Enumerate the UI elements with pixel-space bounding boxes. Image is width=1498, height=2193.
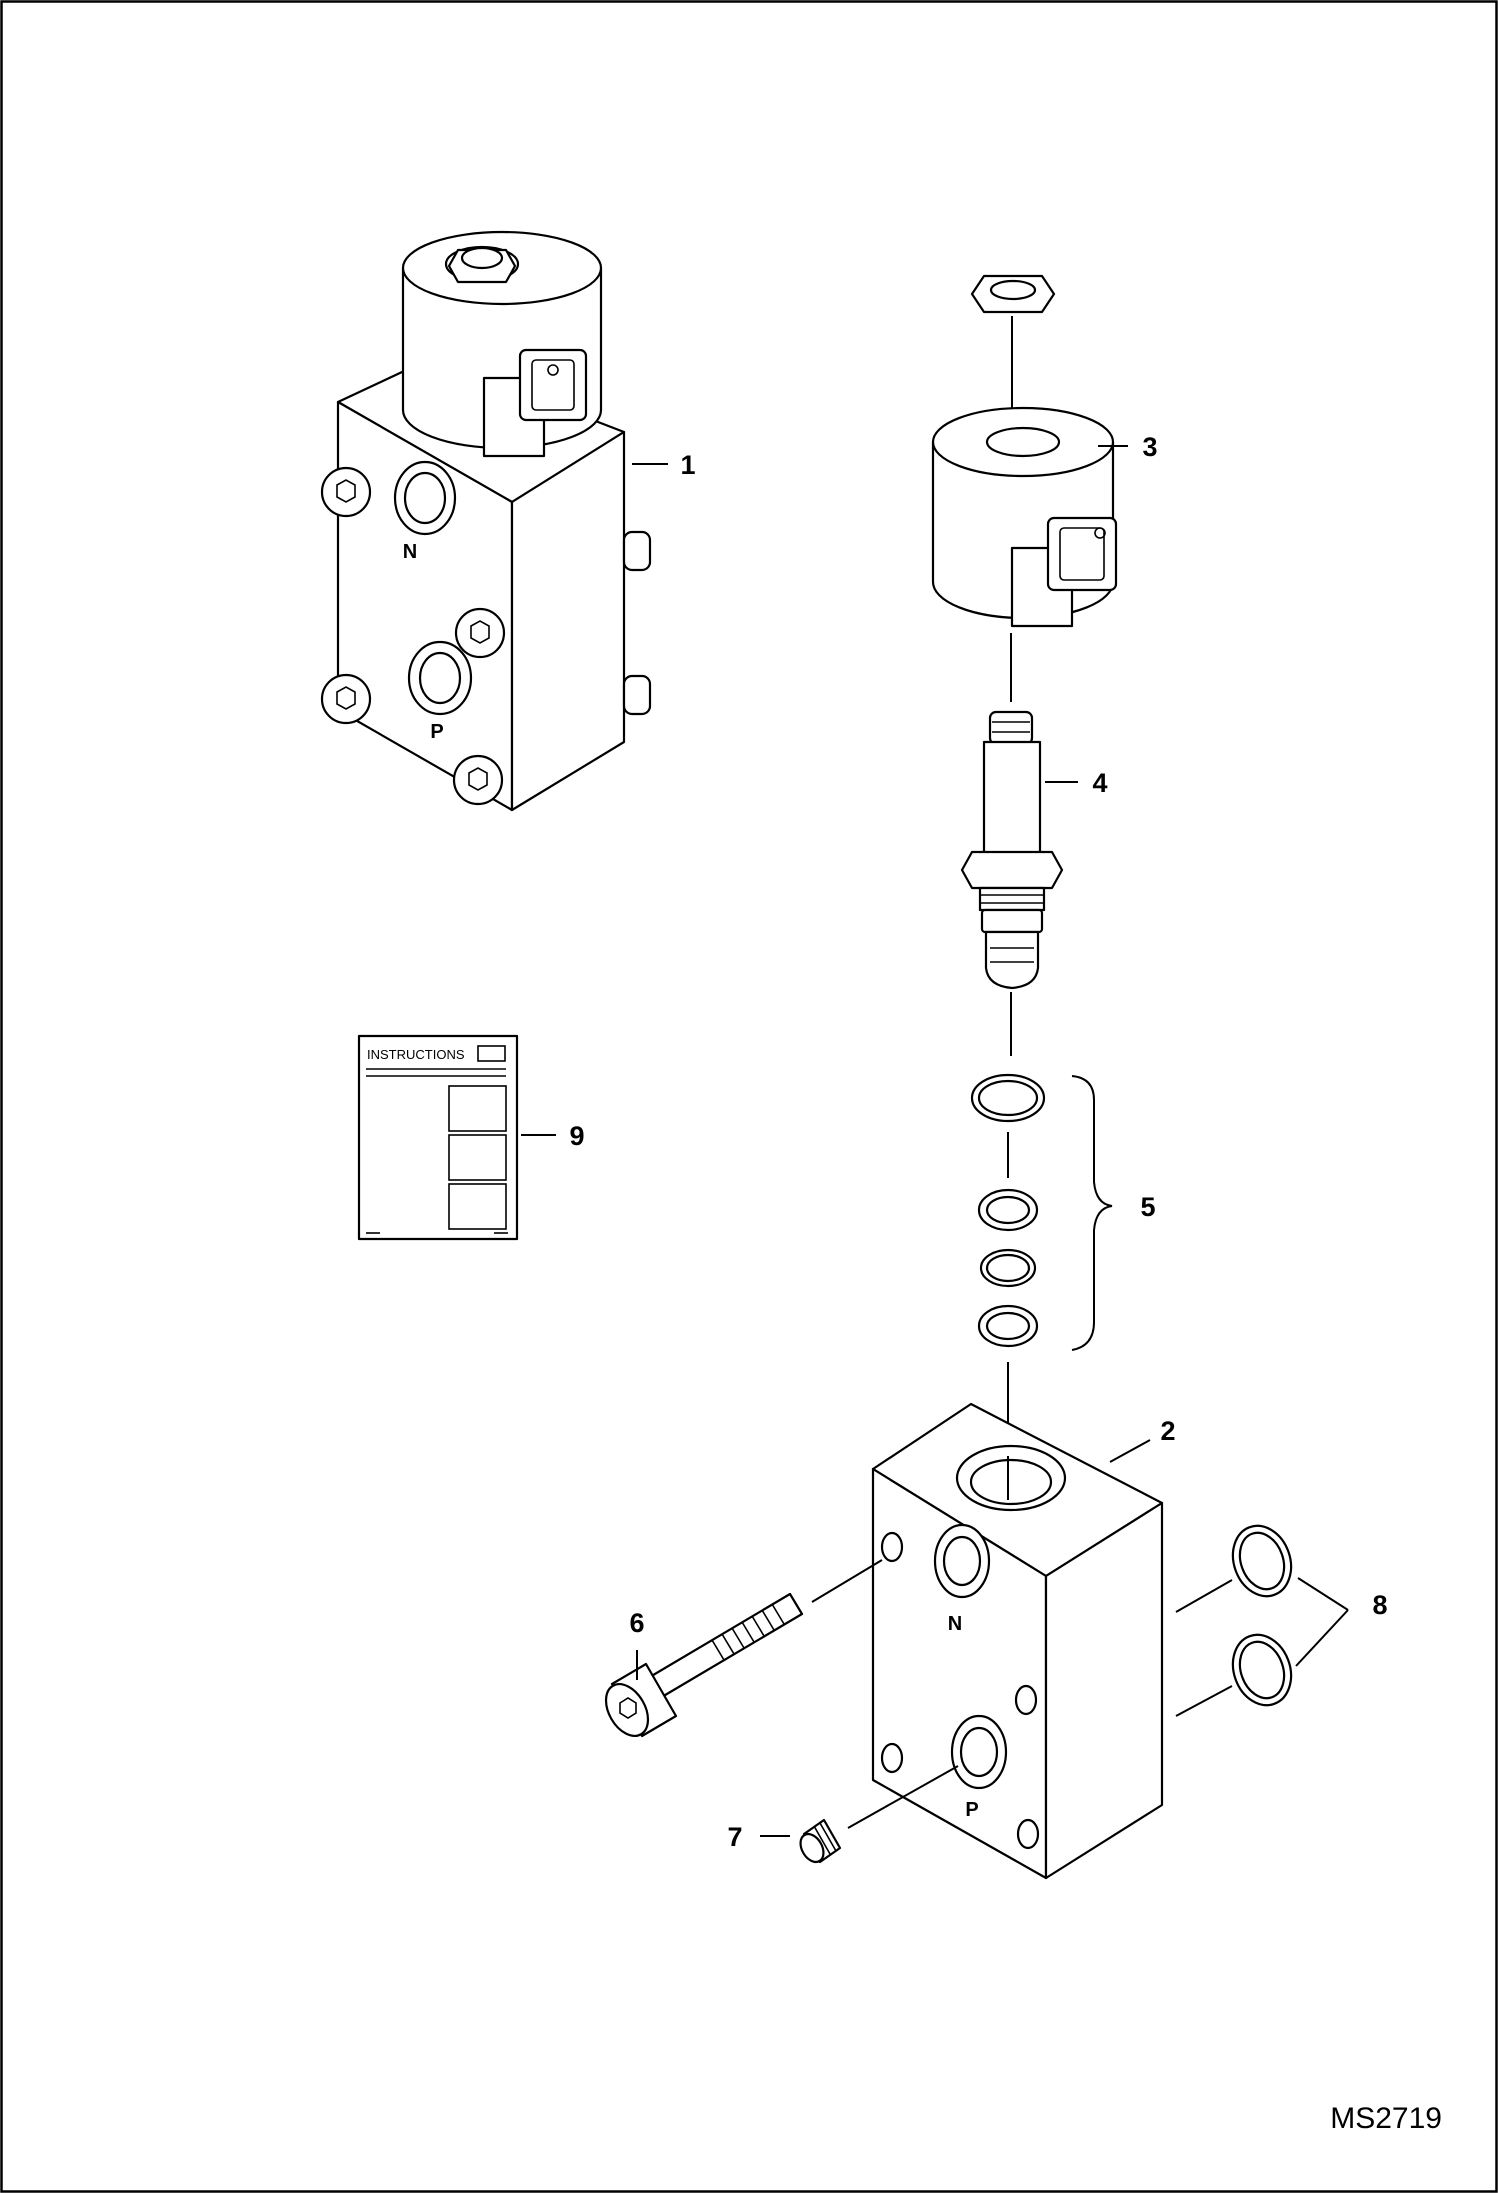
- part-4-cartridge: [960, 710, 1078, 1056]
- part-8-o-rings: [1175, 1524, 1349, 1717]
- callout-4: 4: [1092, 768, 1107, 798]
- leader-line-2: [1109, 1439, 1151, 1463]
- plug-thread: [813, 1825, 831, 1855]
- sheet-header-box: [477, 1045, 506, 1062]
- coil-connector-pin: [547, 364, 559, 376]
- instructions-label: INSTRUCTIONS: [367, 1047, 465, 1062]
- mounting-hole: [1016, 1818, 1040, 1850]
- port-p-bore: [959, 1726, 999, 1778]
- leader-line-body-to-o-ring: [1175, 1685, 1233, 1717]
- o-ring-large-inner: [977, 1079, 1039, 1117]
- cartridge-tube: [982, 740, 1042, 862]
- screw-thread-start: [711, 1639, 725, 1661]
- part-2-valve-body: N P: [871, 1402, 1164, 1880]
- callout-6: 6: [629, 1608, 644, 1638]
- part-6-cap-screw: [604, 1559, 883, 1738]
- screw-thread: [721, 1633, 735, 1655]
- leader-line-8: [1297, 1577, 1349, 1611]
- coil-center-bore: [985, 426, 1061, 458]
- plug-thread: [819, 1822, 837, 1852]
- coil-connector-pin: [1094, 527, 1106, 539]
- mounting-hole: [1014, 1684, 1038, 1716]
- leader-line-plug-to-port: [847, 1765, 959, 1829]
- part-1-valve-assembly: N P: [320, 230, 668, 812]
- port-p-bore: [418, 651, 462, 705]
- leader-line-8: [1295, 1609, 1349, 1667]
- callout-5: 5: [1140, 1192, 1155, 1222]
- sheet-figure-box: [448, 1085, 507, 1132]
- valve-body-side: [1044, 1501, 1164, 1880]
- screw-thread: [771, 1603, 785, 1625]
- o-ring-lower-inner: [1238, 1640, 1286, 1700]
- seal-kit-brace: [1071, 1075, 1113, 1351]
- cap-screw-head: [452, 754, 504, 806]
- cartridge-nose: [984, 930, 1040, 990]
- instruction-sheet: [357, 1034, 519, 1241]
- cartridge-stem-tip: [988, 710, 1034, 746]
- part-9-instructions-sheet: INSTRUCTIONS: [357, 1034, 556, 1241]
- port-n-bore: [403, 471, 447, 525]
- screw-head-face: [604, 1683, 650, 1737]
- leader-line-body-to-o-ring: [1175, 1579, 1233, 1613]
- port-label-p: P: [430, 721, 443, 743]
- callout-9: 9: [569, 1121, 584, 1151]
- cap-screw-head: [320, 673, 372, 725]
- part-3-coil: [931, 274, 1128, 702]
- screw-shank: [636, 1592, 804, 1706]
- screw-thread: [731, 1627, 745, 1649]
- cartridge-hex: [960, 850, 1064, 890]
- o-ring-upper-inner: [1238, 1531, 1286, 1591]
- part-5-seal-kit: [970, 1073, 1113, 1456]
- callout-2: 2: [1160, 1416, 1175, 1446]
- part-7-plug: [760, 1765, 959, 1864]
- cap-screw-head: [454, 607, 506, 659]
- callout-1: 1: [680, 450, 695, 480]
- cartridge-thread-top: [978, 886, 1046, 912]
- callout-7: 7: [727, 1822, 742, 1852]
- o-ring-small-inner: [985, 1253, 1031, 1283]
- backup-ring-inner: [985, 1311, 1031, 1341]
- screw-hex-socket: [619, 1697, 637, 1719]
- port-label-n: N: [403, 541, 417, 563]
- sheet-figure-box: [448, 1134, 507, 1181]
- side-fitting-lower: [622, 674, 652, 716]
- port-label-n: N: [948, 1613, 962, 1635]
- plug-face: [799, 1832, 825, 1864]
- port-n-bore: [942, 1535, 982, 1587]
- side-fitting-upper: [622, 530, 652, 572]
- screw-thread: [761, 1609, 775, 1631]
- sheet-figure-box: [448, 1183, 507, 1230]
- cartridge-seal: [980, 908, 1044, 934]
- coil-connector-plug: [518, 348, 588, 422]
- valve-block-side: [510, 430, 626, 812]
- mounting-hole: [880, 1742, 904, 1774]
- coil-connector-socket: [531, 359, 575, 411]
- callout-3: 3: [1142, 432, 1157, 462]
- coil-connector-plug: [1046, 516, 1118, 592]
- leader-line-screw-to-hole: [811, 1559, 883, 1603]
- cartridge-cavity-inner: [969, 1458, 1053, 1506]
- port-label-p: P: [965, 1799, 978, 1821]
- coil-stem: [460, 246, 504, 270]
- screw-thread: [751, 1615, 765, 1637]
- cap-screw-head: [320, 466, 372, 518]
- coil-nut-hole: [989, 279, 1037, 301]
- drawing-number: MS2719: [1330, 2102, 1442, 2135]
- mounting-hole: [880, 1531, 904, 1563]
- backup-ring-inner: [985, 1195, 1031, 1225]
- screw-thread: [741, 1621, 755, 1643]
- callout-8: 8: [1372, 1590, 1387, 1620]
- coil-connector-socket: [1059, 527, 1105, 581]
